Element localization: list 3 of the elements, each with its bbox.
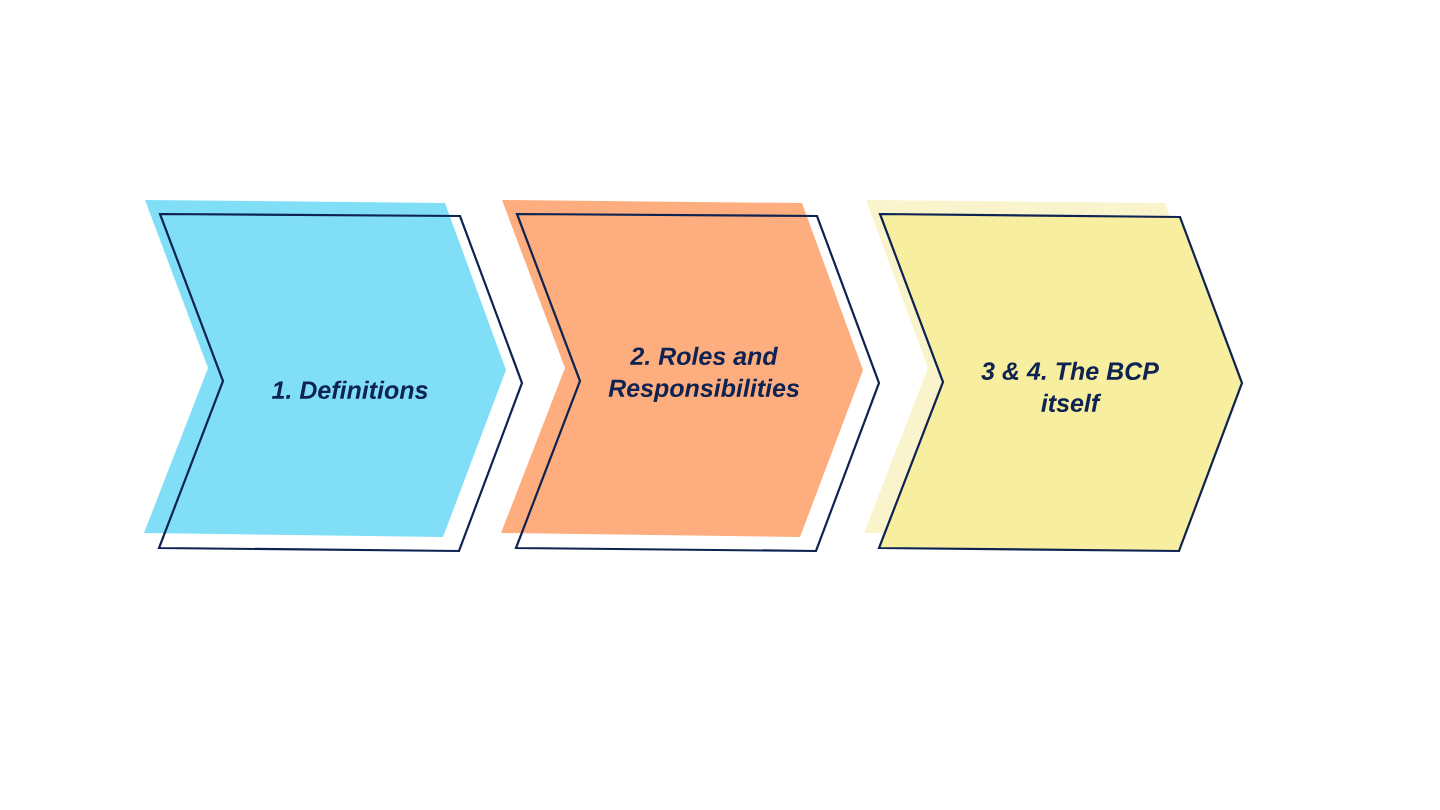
chevron-step: 1. Definitions (144, 200, 524, 553)
chevron-step: 3 & 4. The BCP itself (864, 200, 1244, 553)
chevron-step: 2. Roles and Responsibilities (501, 200, 881, 553)
